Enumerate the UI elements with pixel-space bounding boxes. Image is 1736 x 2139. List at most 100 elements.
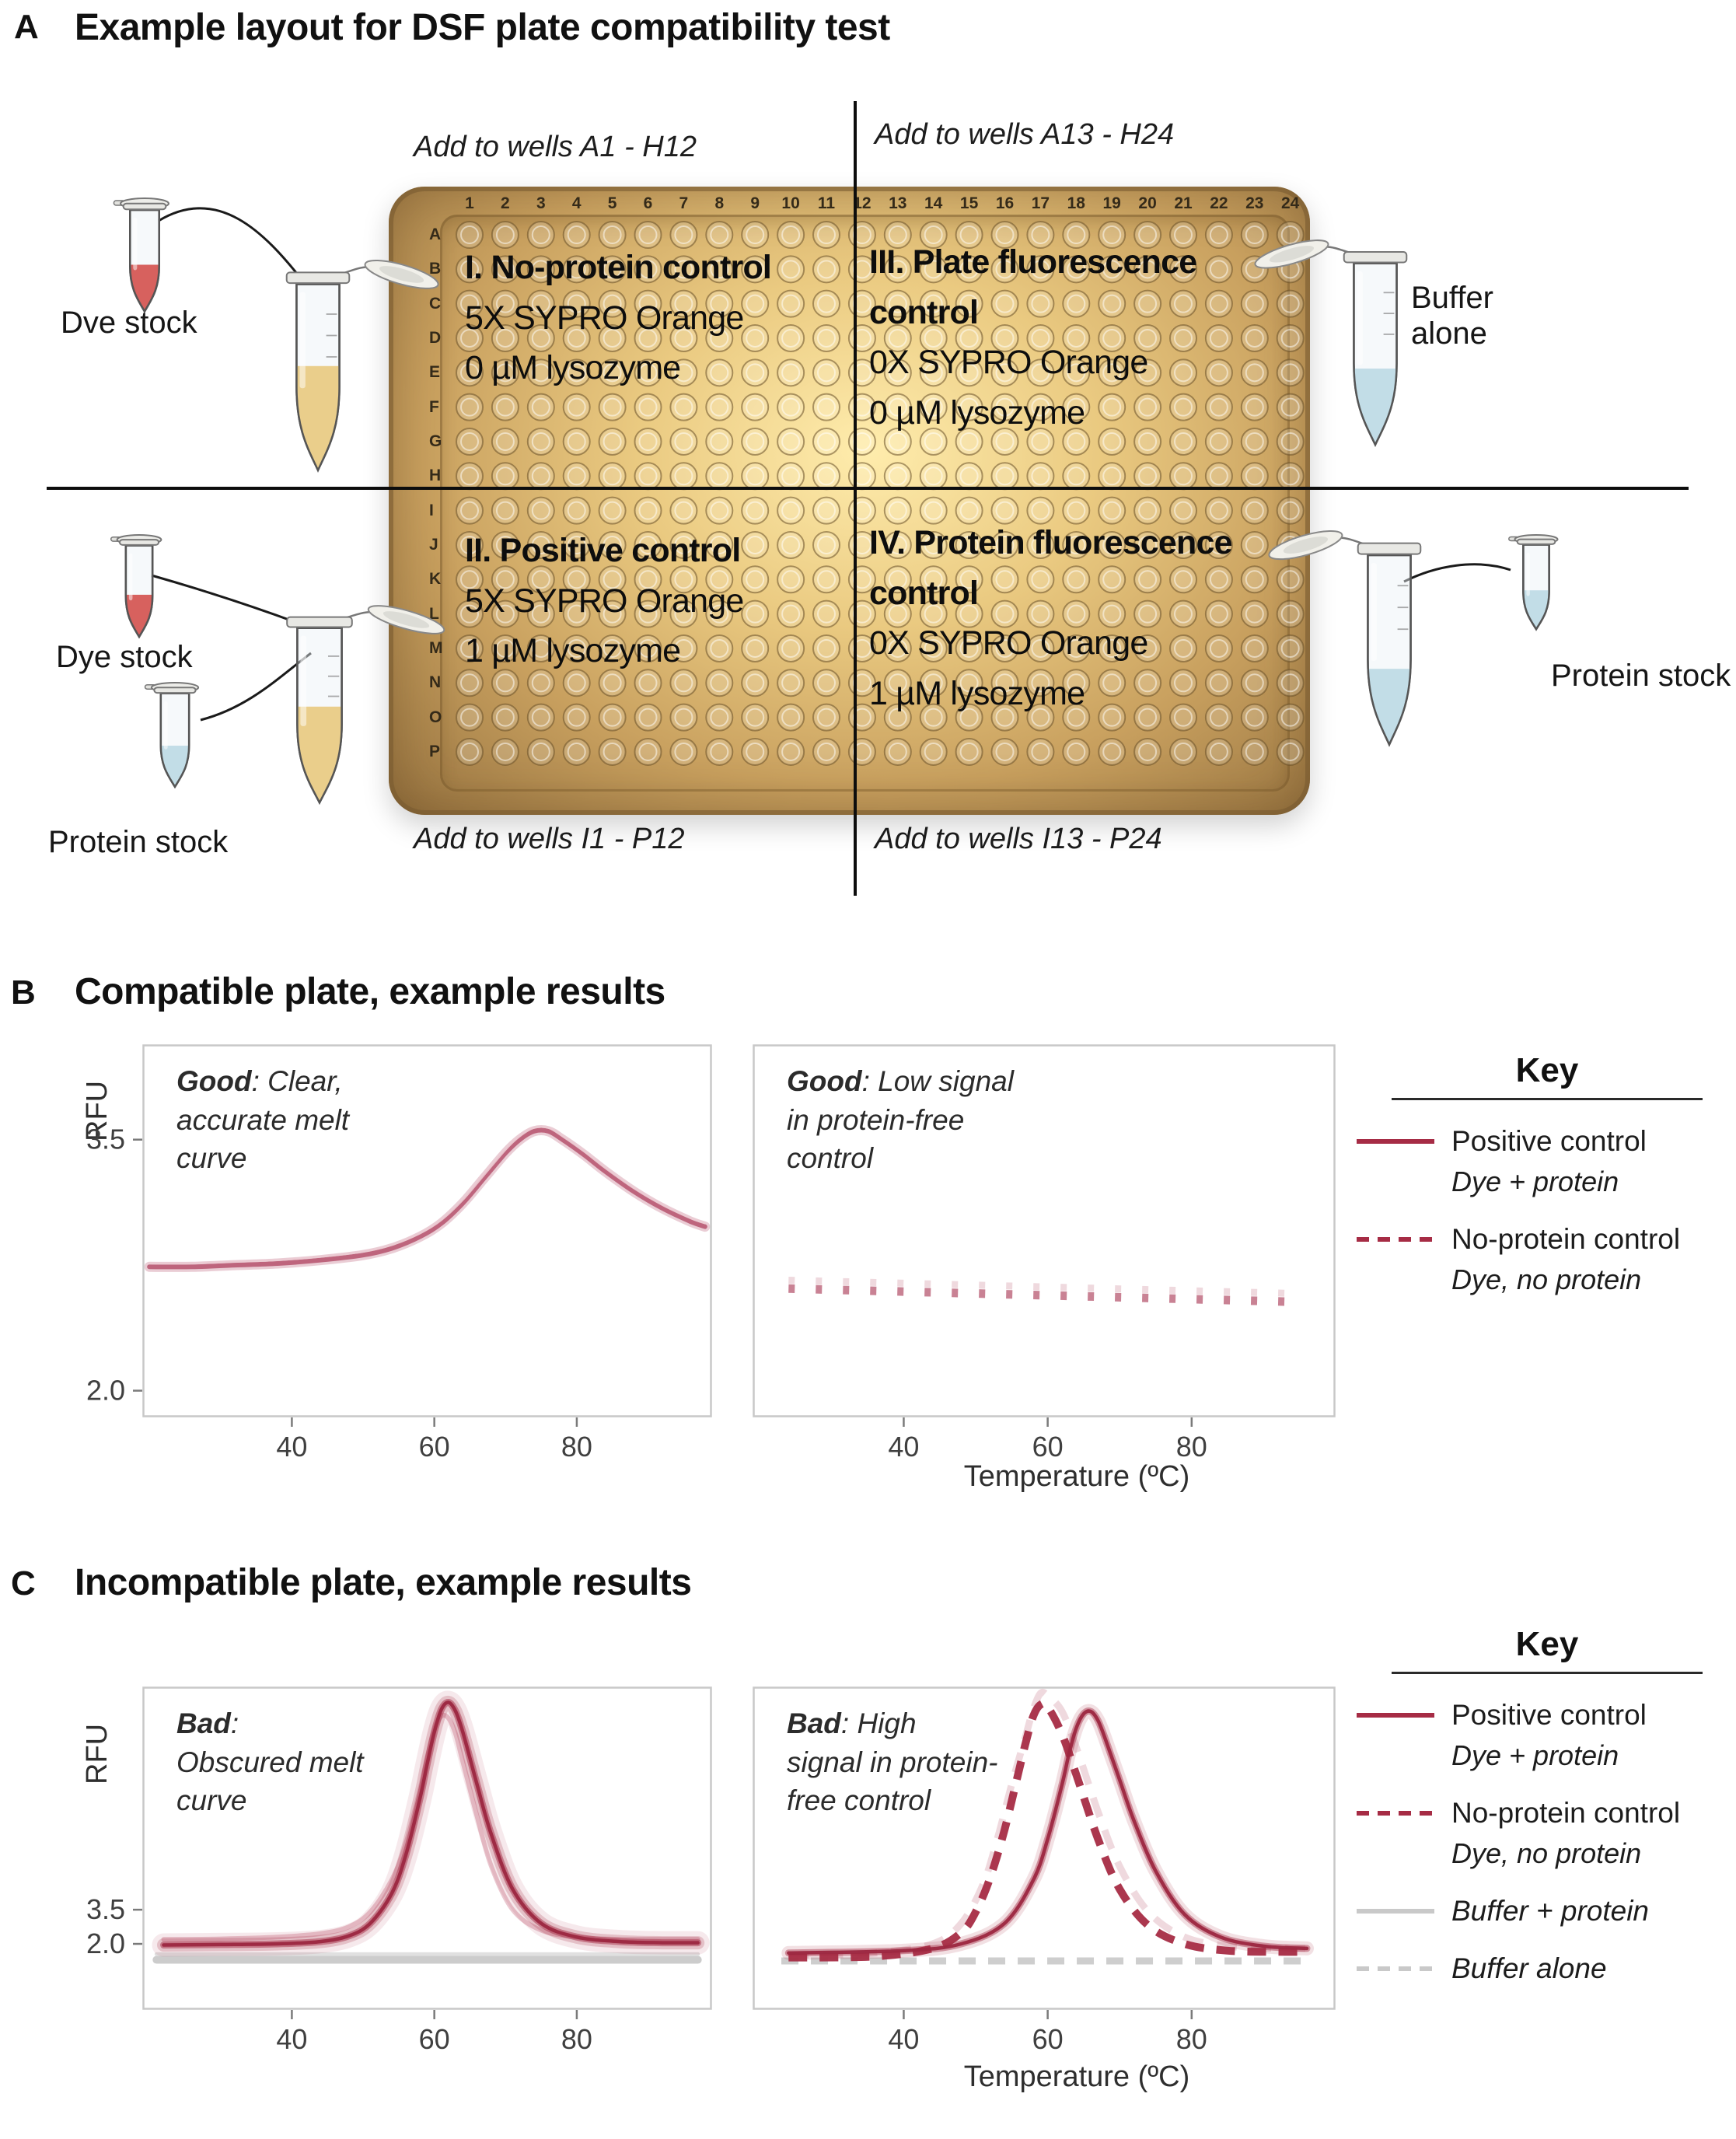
svg-text:3.5: 3.5: [86, 1124, 125, 1155]
plate-row-letter: C: [429, 294, 442, 313]
panel-a-title: Example layout for DSF plate compatibili…: [75, 7, 890, 48]
svg-text:80: 80: [1176, 1431, 1207, 1463]
plate-row-letter: F: [429, 397, 439, 416]
quadrant-3-protein: 0 µM lysozyme: [869, 393, 1085, 432]
plate-row-letter: O: [429, 708, 442, 726]
plate-row-letter: M: [429, 638, 443, 657]
plate-column-number: 8: [714, 194, 725, 212]
dye-stock-tube-icon: [110, 534, 165, 644]
plate-column-number: 6: [643, 194, 653, 212]
svg-text:2.0: 2.0: [86, 1375, 125, 1407]
quadrant-3: III. Plate fluorescence control 0X SYPRO…: [869, 237, 1295, 438]
panel-b-title: Compatible plate, example results: [75, 971, 665, 1012]
plate-column-number: 7: [679, 194, 689, 212]
plate-column-number: 19: [1102, 194, 1121, 212]
key-entry-label: Buffer alone: [1451, 1952, 1607, 1984]
key-entry: Positive control: [1357, 1699, 1736, 1732]
quadrant-4-dye: 0X SYPRO Orange: [869, 624, 1148, 662]
horizontal-divider: [47, 487, 1689, 490]
key-entry-sublabel: Dye, no protein: [1451, 1263, 1642, 1295]
add-wells-top-right: Add to wells A13 - H24: [875, 118, 1175, 151]
plate-column-number: 5: [607, 194, 617, 212]
plate-row-letter: G: [429, 432, 442, 450]
panel-a-label: A: [14, 8, 39, 46]
plate-column-number: 23: [1245, 194, 1264, 212]
dve-stock-label: Dve stock: [61, 306, 197, 340]
quadrant-2-dye: 5X SYPRO Orange: [465, 582, 744, 620]
dye-stock-label: Dye stock: [56, 640, 193, 674]
plate-column-number: 24: [1281, 194, 1300, 212]
dashed-line-sample: [1357, 1966, 1434, 1971]
plate-column-number: 18: [1067, 194, 1085, 212]
key-entry: Buffer + protein: [1357, 1895, 1736, 1928]
x-axis-label-c: Temperature (ºC): [963, 2060, 1190, 2093]
svg-text:80: 80: [561, 1431, 592, 1463]
key-entry: Positive control: [1357, 1125, 1736, 1158]
plate-column-number: 22: [1210, 194, 1228, 212]
plate-column-number: 16: [995, 194, 1015, 212]
svg-text:80: 80: [1176, 2023, 1207, 2055]
plate-column-number: 21: [1174, 194, 1193, 212]
key-entry-sublabel: Dye + protein: [1451, 1166, 1619, 1197]
solid-line-sample: [1357, 1713, 1434, 1718]
quadrant-1: I. No-protein control 5X SYPRO Orange 0 …: [465, 243, 865, 393]
key-title: Key: [1515, 1625, 1579, 1663]
dashed-line-sample: [1357, 1237, 1434, 1242]
svg-text:3.5: 3.5: [86, 1893, 125, 1925]
dye-mix-tube-top-icon: [277, 260, 439, 481]
plate-column-number: 17: [1031, 194, 1050, 212]
quadrant-1-protein: 0 µM lysozyme: [465, 349, 681, 386]
key-entry-sublabel: Dye + protein: [1451, 1739, 1619, 1771]
plate-column-number: 2: [501, 194, 510, 212]
quadrant-4: IV. Protein fluorescence control 0X SYPR…: [869, 518, 1295, 718]
plate-row-letter: L: [429, 604, 439, 623]
quadrant-1-title: I. No-protein control: [465, 249, 772, 286]
plate-column-number: 11: [817, 194, 836, 212]
panel-c-label: C: [11, 1564, 36, 1603]
key-entry-label: Buffer + protein: [1451, 1895, 1650, 1927]
plate-row-letter: B: [429, 260, 442, 278]
y-axis-label-c: RFU: [81, 1723, 114, 1784]
x-axis-label-b: Temperature (ºC): [963, 1460, 1190, 1493]
key-entry-sublabel: Dye, no protein: [1451, 1837, 1642, 1869]
plate-column-number: 14: [924, 194, 943, 212]
chart-annotation-c-right: Bad: High signal in protein- free contro…: [787, 1707, 998, 1817]
plate-row-letter: J: [429, 535, 438, 554]
solid-line-sample: [1357, 1139, 1434, 1144]
key-entry: Buffer alone: [1357, 1952, 1736, 1985]
quadrant-2-protein: 1 µM lysozyme: [465, 632, 681, 669]
plate-row-letter: H: [429, 467, 442, 485]
quadrant-3-dye: 0X SYPRO Orange: [869, 344, 1148, 381]
plate-column-number: 4: [571, 194, 582, 212]
plate-column-number: 15: [959, 194, 979, 212]
quadrant-2-title: II. Positive control: [465, 532, 741, 569]
svg-text:40: 40: [888, 1431, 919, 1463]
quadrant-2: II. Positive control 5X SYPRO Orange 1 µ…: [465, 526, 865, 676]
tube-connector-lines: [151, 207, 1511, 722]
chart-annotation-b-left: Good: Clear, accurate melt curve: [176, 1065, 350, 1175]
plate-column-number: 3: [536, 194, 546, 212]
buffer-alone-tube-icon: [1254, 239, 1416, 455]
protein-mix-tube-right-icon: [1268, 530, 1430, 755]
plate-column-number: 1: [465, 194, 474, 212]
protein-stock-tube-right-icon: [1508, 534, 1561, 636]
key-entry-label: No-protein control: [1451, 1223, 1681, 1255]
plate-row-letter: N: [429, 673, 442, 692]
quadrant-1-dye: 5X SYPRO Orange: [465, 299, 744, 337]
panel-b-label: B: [11, 973, 36, 1012]
key-rule: [1392, 1672, 1703, 1674]
svg-text:40: 40: [276, 1431, 307, 1463]
protein-stock-tube-left-icon: [144, 682, 202, 794]
plate-column-number: 9: [750, 194, 760, 212]
quadrant-4-title: IV. Protein fluorescence control: [869, 524, 1233, 612]
svg-text:60: 60: [1032, 2023, 1064, 2055]
chart-annotation-c-left: Bad: Obscured melt curve: [176, 1707, 364, 1817]
add-wells-bottom-left: Add to wells I1 - P12: [414, 823, 685, 855]
